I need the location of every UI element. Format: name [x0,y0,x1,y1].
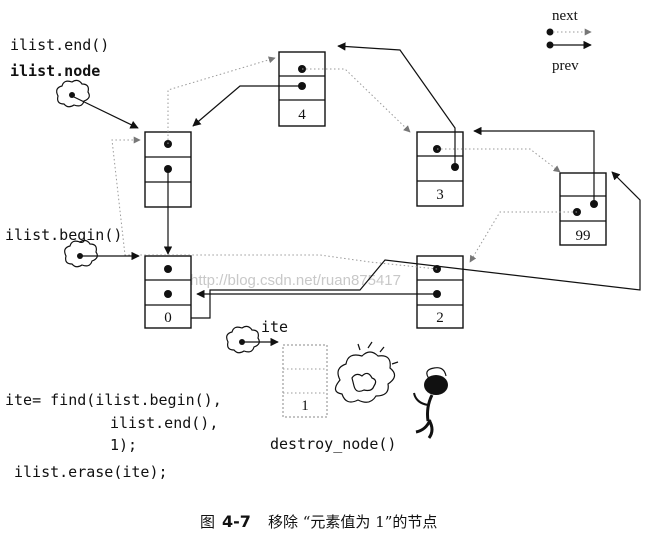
prev-link-3-to-4 [337,42,456,167]
code-line-4: ilist.erase(ite); [14,463,168,481]
next-link-2-to-end [111,136,438,270]
node-99: 99 [559,172,607,246]
ite-cloud-icon [226,325,260,354]
watermark: http://blog.csdn.net/ruan875417 [190,272,401,289]
code-line-2: ilist.end(), [110,414,218,432]
node-member-label: ilist.node [10,62,100,80]
prev-link-99-to-3 [473,126,595,204]
erased-node-value: 1 [301,398,309,414]
erased-node-1: 1 [282,344,328,418]
prev-link-4-to-end [192,85,302,127]
ite-label: ite [261,318,288,336]
begin-cloud-icon [64,239,98,268]
next-link-end-to-4 [167,56,276,144]
node-4: 4 [278,51,326,127]
end-call-label: ilist.end() [10,36,109,54]
code-line-1: ite= find(ilist.begin(), [5,391,222,409]
caption-prefix: 图 [200,513,215,531]
prev-link-end-to-99 [191,171,641,319]
caption-number: 4-7 [222,512,251,531]
node-cloud-icon [56,79,90,108]
legend: next prev [546,8,592,74]
begin-call-label: ilist.begin() [5,226,122,244]
figure-caption: 图 4-7 移除 “元素值为 1”的节点 [200,512,437,531]
next-link-3-to-99 [437,148,561,173]
legend-prev-dot [546,41,554,49]
node-3: 3 [416,131,464,207]
node-0-value: 0 [164,310,172,326]
legend-prev-label: prev [552,58,579,74]
destroy-node-label: destroy_node() [270,435,396,453]
legend-next-label: next [552,8,579,24]
node-3-value: 3 [436,187,444,203]
next-link-99-to-2 [469,211,577,263]
node-2-value: 2 [436,310,444,326]
node-4-value: 4 [298,107,306,123]
person-fleeing-icon [413,367,448,439]
node-99-value: 99 [576,228,591,244]
caption-text: 移除 “元素值为 1”的节点 [268,513,437,531]
explosion-icon [334,341,399,403]
legend-next-dot [546,28,554,36]
code-line-3: 1); [110,436,137,454]
node-pointer-arrow [73,96,139,129]
node-0: 0 [144,255,192,329]
